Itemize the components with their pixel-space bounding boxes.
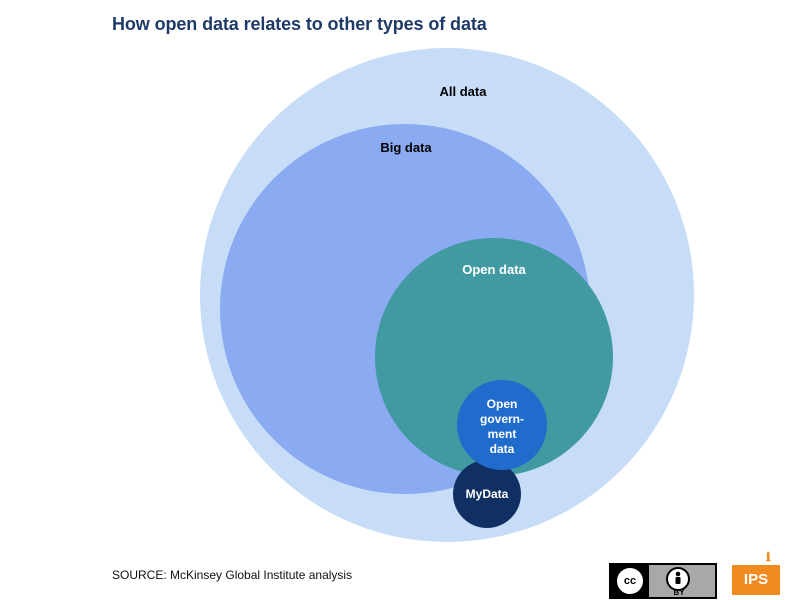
- open-government-data-label-line: Open: [487, 397, 518, 411]
- ips-logo: IPS: [732, 565, 780, 595]
- open-government-data-label-line: data: [490, 442, 515, 456]
- big-data-label: Big data: [380, 140, 432, 155]
- open-government-data-label-line: ment: [488, 427, 517, 441]
- page-title: How open data relates to other types of …: [112, 14, 487, 34]
- open-government-data-label-line: govern-: [480, 412, 524, 426]
- open-data-label: Open data: [462, 262, 526, 277]
- attribution-person-icon: [666, 567, 690, 591]
- cc-icon: cc: [617, 568, 643, 594]
- open-government-data-circle: [457, 380, 547, 470]
- ips-mark-icon: ℹ: [766, 550, 771, 564]
- all-data-label: All data: [440, 84, 488, 99]
- mydata-label: MyData: [466, 487, 509, 501]
- source-note: SOURCE: McKinsey Global Institute analys…: [112, 568, 353, 582]
- cc-by-text: BY: [673, 588, 685, 597]
- cc-by-license-badge[interactable]: cc BY: [609, 563, 717, 599]
- mydata-circle: [453, 460, 521, 528]
- open-data-circle: [375, 238, 613, 476]
